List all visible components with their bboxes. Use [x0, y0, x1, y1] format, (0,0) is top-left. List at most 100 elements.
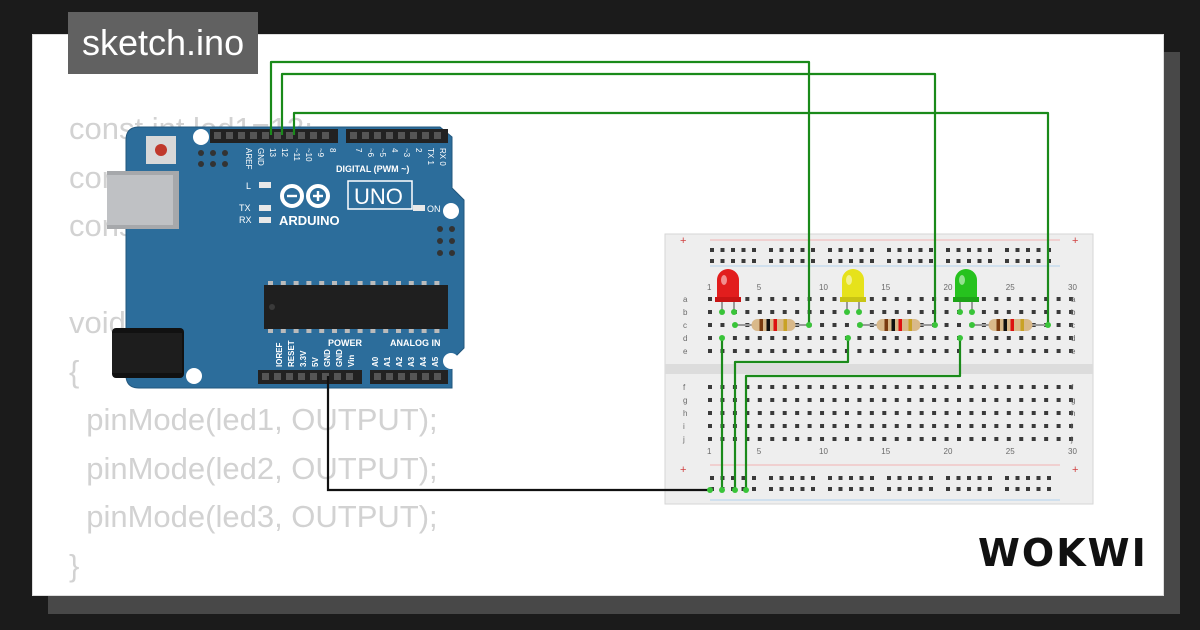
terminal-hole[interactable]	[1069, 310, 1074, 314]
rail-hole[interactable]	[988, 259, 992, 263]
header-pin[interactable]	[286, 132, 293, 139]
terminal-hole[interactable]	[1056, 310, 1061, 314]
terminal-hole[interactable]	[1031, 297, 1036, 301]
rail-hole[interactable]	[988, 476, 992, 480]
rail-hole[interactable]	[769, 259, 773, 263]
rail-hole[interactable]	[946, 487, 950, 491]
terminal-hole[interactable]	[1044, 385, 1049, 389]
header-pin[interactable]	[310, 132, 317, 139]
rail-hole[interactable]	[828, 476, 832, 480]
terminal-hole[interactable]	[1056, 323, 1061, 327]
terminal-hole[interactable]	[832, 398, 837, 402]
rail-hole[interactable]	[800, 259, 805, 263]
terminal-hole[interactable]	[820, 349, 825, 353]
terminal-hole[interactable]	[1019, 385, 1024, 389]
rail-hole[interactable]	[811, 476, 815, 480]
terminal-hole[interactable]	[820, 323, 825, 327]
terminal-hole[interactable]	[770, 349, 775, 353]
terminal-hole[interactable]	[844, 424, 849, 428]
terminal-hole[interactable]	[708, 398, 712, 402]
rail-hole[interactable]	[1005, 487, 1009, 491]
terminal-hole[interactable]	[1031, 411, 1036, 415]
terminal-hole[interactable]	[994, 398, 999, 402]
resistor[interactable]	[735, 319, 812, 331]
led-green[interactable]	[953, 269, 979, 312]
rail-hole[interactable]	[779, 487, 784, 491]
terminal-hole[interactable]	[795, 424, 800, 428]
rail-hole[interactable]	[870, 476, 874, 480]
terminal-hole[interactable]	[857, 424, 862, 428]
terminal-hole[interactable]	[832, 385, 837, 389]
terminal-hole[interactable]	[857, 349, 862, 353]
terminal-hole[interactable]	[757, 424, 762, 428]
rail-hole[interactable]	[908, 487, 912, 491]
rail-hole[interactable]	[929, 487, 933, 491]
terminal-hole[interactable]	[957, 323, 961, 327]
terminal-hole[interactable]	[1019, 336, 1024, 340]
header-pin[interactable]	[362, 132, 369, 139]
terminal-hole[interactable]	[981, 310, 986, 314]
terminal-hole[interactable]	[869, 411, 874, 415]
rail-hole[interactable]	[1026, 487, 1030, 491]
terminal-hole[interactable]	[1019, 437, 1024, 441]
terminal-hole[interactable]	[745, 349, 750, 353]
rail-hole[interactable]	[710, 259, 714, 263]
terminal-hole[interactable]	[869, 336, 874, 340]
terminal-hole[interactable]	[844, 437, 849, 441]
rail-hole[interactable]	[800, 248, 805, 252]
rail-hole[interactable]	[918, 476, 923, 480]
terminal-hole[interactable]	[1006, 349, 1011, 353]
terminal-hole[interactable]	[770, 398, 775, 402]
terminal-hole[interactable]	[981, 398, 986, 402]
rail-hole[interactable]	[828, 259, 832, 263]
terminal-hole[interactable]	[1056, 398, 1061, 402]
terminal-hole[interactable]	[957, 398, 961, 402]
terminal-hole[interactable]	[782, 349, 787, 353]
terminal-hole[interactable]	[882, 437, 887, 441]
header-pin[interactable]	[374, 132, 381, 139]
header-pin[interactable]	[410, 373, 417, 380]
terminal-hole[interactable]	[757, 385, 762, 389]
rail-hole[interactable]	[752, 259, 756, 263]
terminal-hole[interactable]	[757, 336, 762, 340]
terminal-hole[interactable]	[907, 385, 912, 389]
terminal-hole[interactable]	[708, 411, 712, 415]
terminal-hole[interactable]	[807, 424, 812, 428]
terminal-hole[interactable]	[795, 398, 800, 402]
terminal-hole[interactable]	[1044, 310, 1049, 314]
header-pin[interactable]	[310, 373, 317, 380]
terminal-hole[interactable]	[770, 297, 775, 301]
terminal-hole[interactable]	[882, 310, 887, 314]
terminal-hole[interactable]	[894, 310, 899, 314]
terminal-hole[interactable]	[981, 297, 986, 301]
terminal-hole[interactable]	[1056, 385, 1061, 389]
rail-hole[interactable]	[929, 248, 933, 252]
wire-ground-yellow[interactable]	[733, 340, 850, 490]
resistor[interactable]	[860, 319, 937, 331]
rail-hole[interactable]	[800, 487, 805, 491]
terminal-hole[interactable]	[708, 323, 712, 327]
terminal-hole[interactable]	[944, 323, 949, 327]
rail-hole[interactable]	[1026, 476, 1030, 480]
wire-pin11-green[interactable]	[292, 111, 1050, 325]
rail-hole[interactable]	[1005, 259, 1009, 263]
header-pin[interactable]	[250, 132, 257, 139]
terminal-hole[interactable]	[869, 424, 874, 428]
terminal-hole[interactable]	[882, 424, 887, 428]
rail-hole[interactable]	[887, 487, 891, 491]
terminal-hole[interactable]	[708, 336, 712, 340]
terminal-hole[interactable]	[994, 437, 999, 441]
terminal-hole[interactable]	[1006, 437, 1011, 441]
wire-gnd-rail[interactable]	[326, 376, 710, 492]
terminal-hole[interactable]	[757, 437, 762, 441]
terminal-hole[interactable]	[770, 437, 775, 441]
terminal-hole[interactable]	[994, 349, 999, 353]
terminal-hole[interactable]	[708, 297, 712, 301]
terminal-hole[interactable]	[882, 385, 887, 389]
terminal-hole[interactable]	[869, 385, 874, 389]
rail-hole[interactable]	[908, 248, 912, 252]
terminal-hole[interactable]	[832, 310, 837, 314]
terminal-hole[interactable]	[770, 424, 775, 428]
terminal-hole[interactable]	[1044, 398, 1049, 402]
